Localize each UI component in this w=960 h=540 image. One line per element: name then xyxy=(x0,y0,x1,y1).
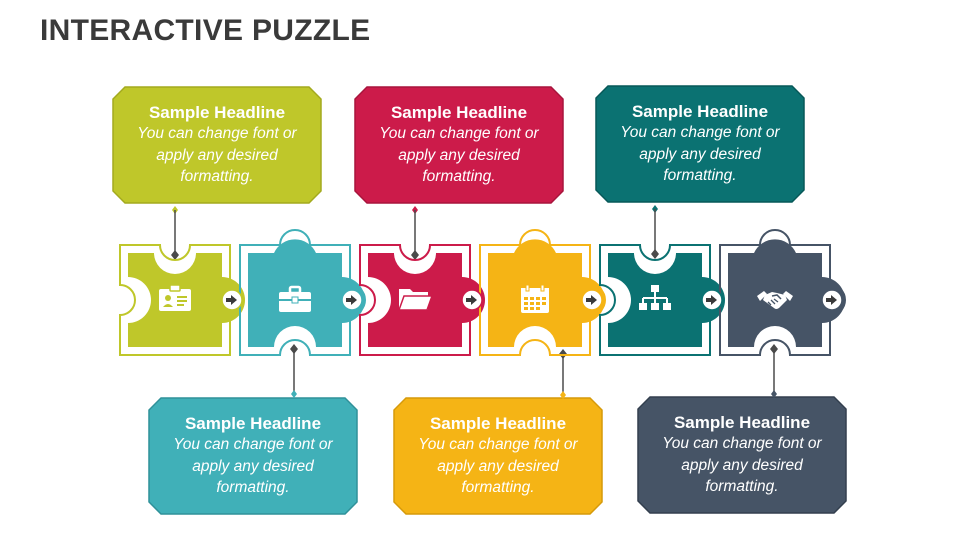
puzzle-piece-5 xyxy=(599,244,725,356)
card-body: You can change font or apply any desired… xyxy=(137,125,297,186)
arrow-right-icon xyxy=(701,289,723,311)
folder-icon xyxy=(397,289,434,311)
connector-2 xyxy=(288,342,300,398)
connector-6 xyxy=(768,342,780,398)
puzzle-piece-4 xyxy=(479,229,606,356)
card-headline: Sample Headline xyxy=(184,414,322,434)
connector-5 xyxy=(649,205,661,261)
card-headline: Sample Headline xyxy=(390,103,528,123)
handshake-icon xyxy=(757,291,793,309)
card-body: You can change font or apply any desired… xyxy=(173,436,333,497)
connector-3 xyxy=(409,206,421,262)
briefcase-icon xyxy=(279,285,311,312)
puzzle-piece-2 xyxy=(239,229,366,356)
connector-1 xyxy=(169,206,181,262)
card-body: You can change font or apply any desired… xyxy=(620,124,780,185)
puzzle-piece-1 xyxy=(119,244,245,356)
connector-4 xyxy=(557,349,569,399)
org-chart-icon xyxy=(639,285,671,310)
card-headline: Sample Headline xyxy=(631,102,769,122)
card-headline: Sample Headline xyxy=(148,103,286,123)
card-body: You can change font or apply any desired… xyxy=(379,125,539,186)
arrow-right-icon xyxy=(821,289,843,311)
puzzle-piece-3 xyxy=(359,244,485,356)
arrow-right-icon xyxy=(221,289,243,311)
card-body: You can change font or apply any desired… xyxy=(662,435,822,496)
page-title: INTERACTIVE PUZZLE xyxy=(40,14,371,47)
arrow-right-icon xyxy=(581,289,603,311)
card-headline: Sample Headline xyxy=(429,414,567,434)
calendar-icon xyxy=(521,284,549,313)
id-card-icon xyxy=(159,284,191,311)
card-headline: Sample Headline xyxy=(673,413,811,433)
puzzle-piece-6 xyxy=(719,229,846,356)
card-body: You can change font or apply any desired… xyxy=(418,436,578,497)
arrow-right-icon xyxy=(341,289,363,311)
arrow-right-icon xyxy=(461,289,483,311)
